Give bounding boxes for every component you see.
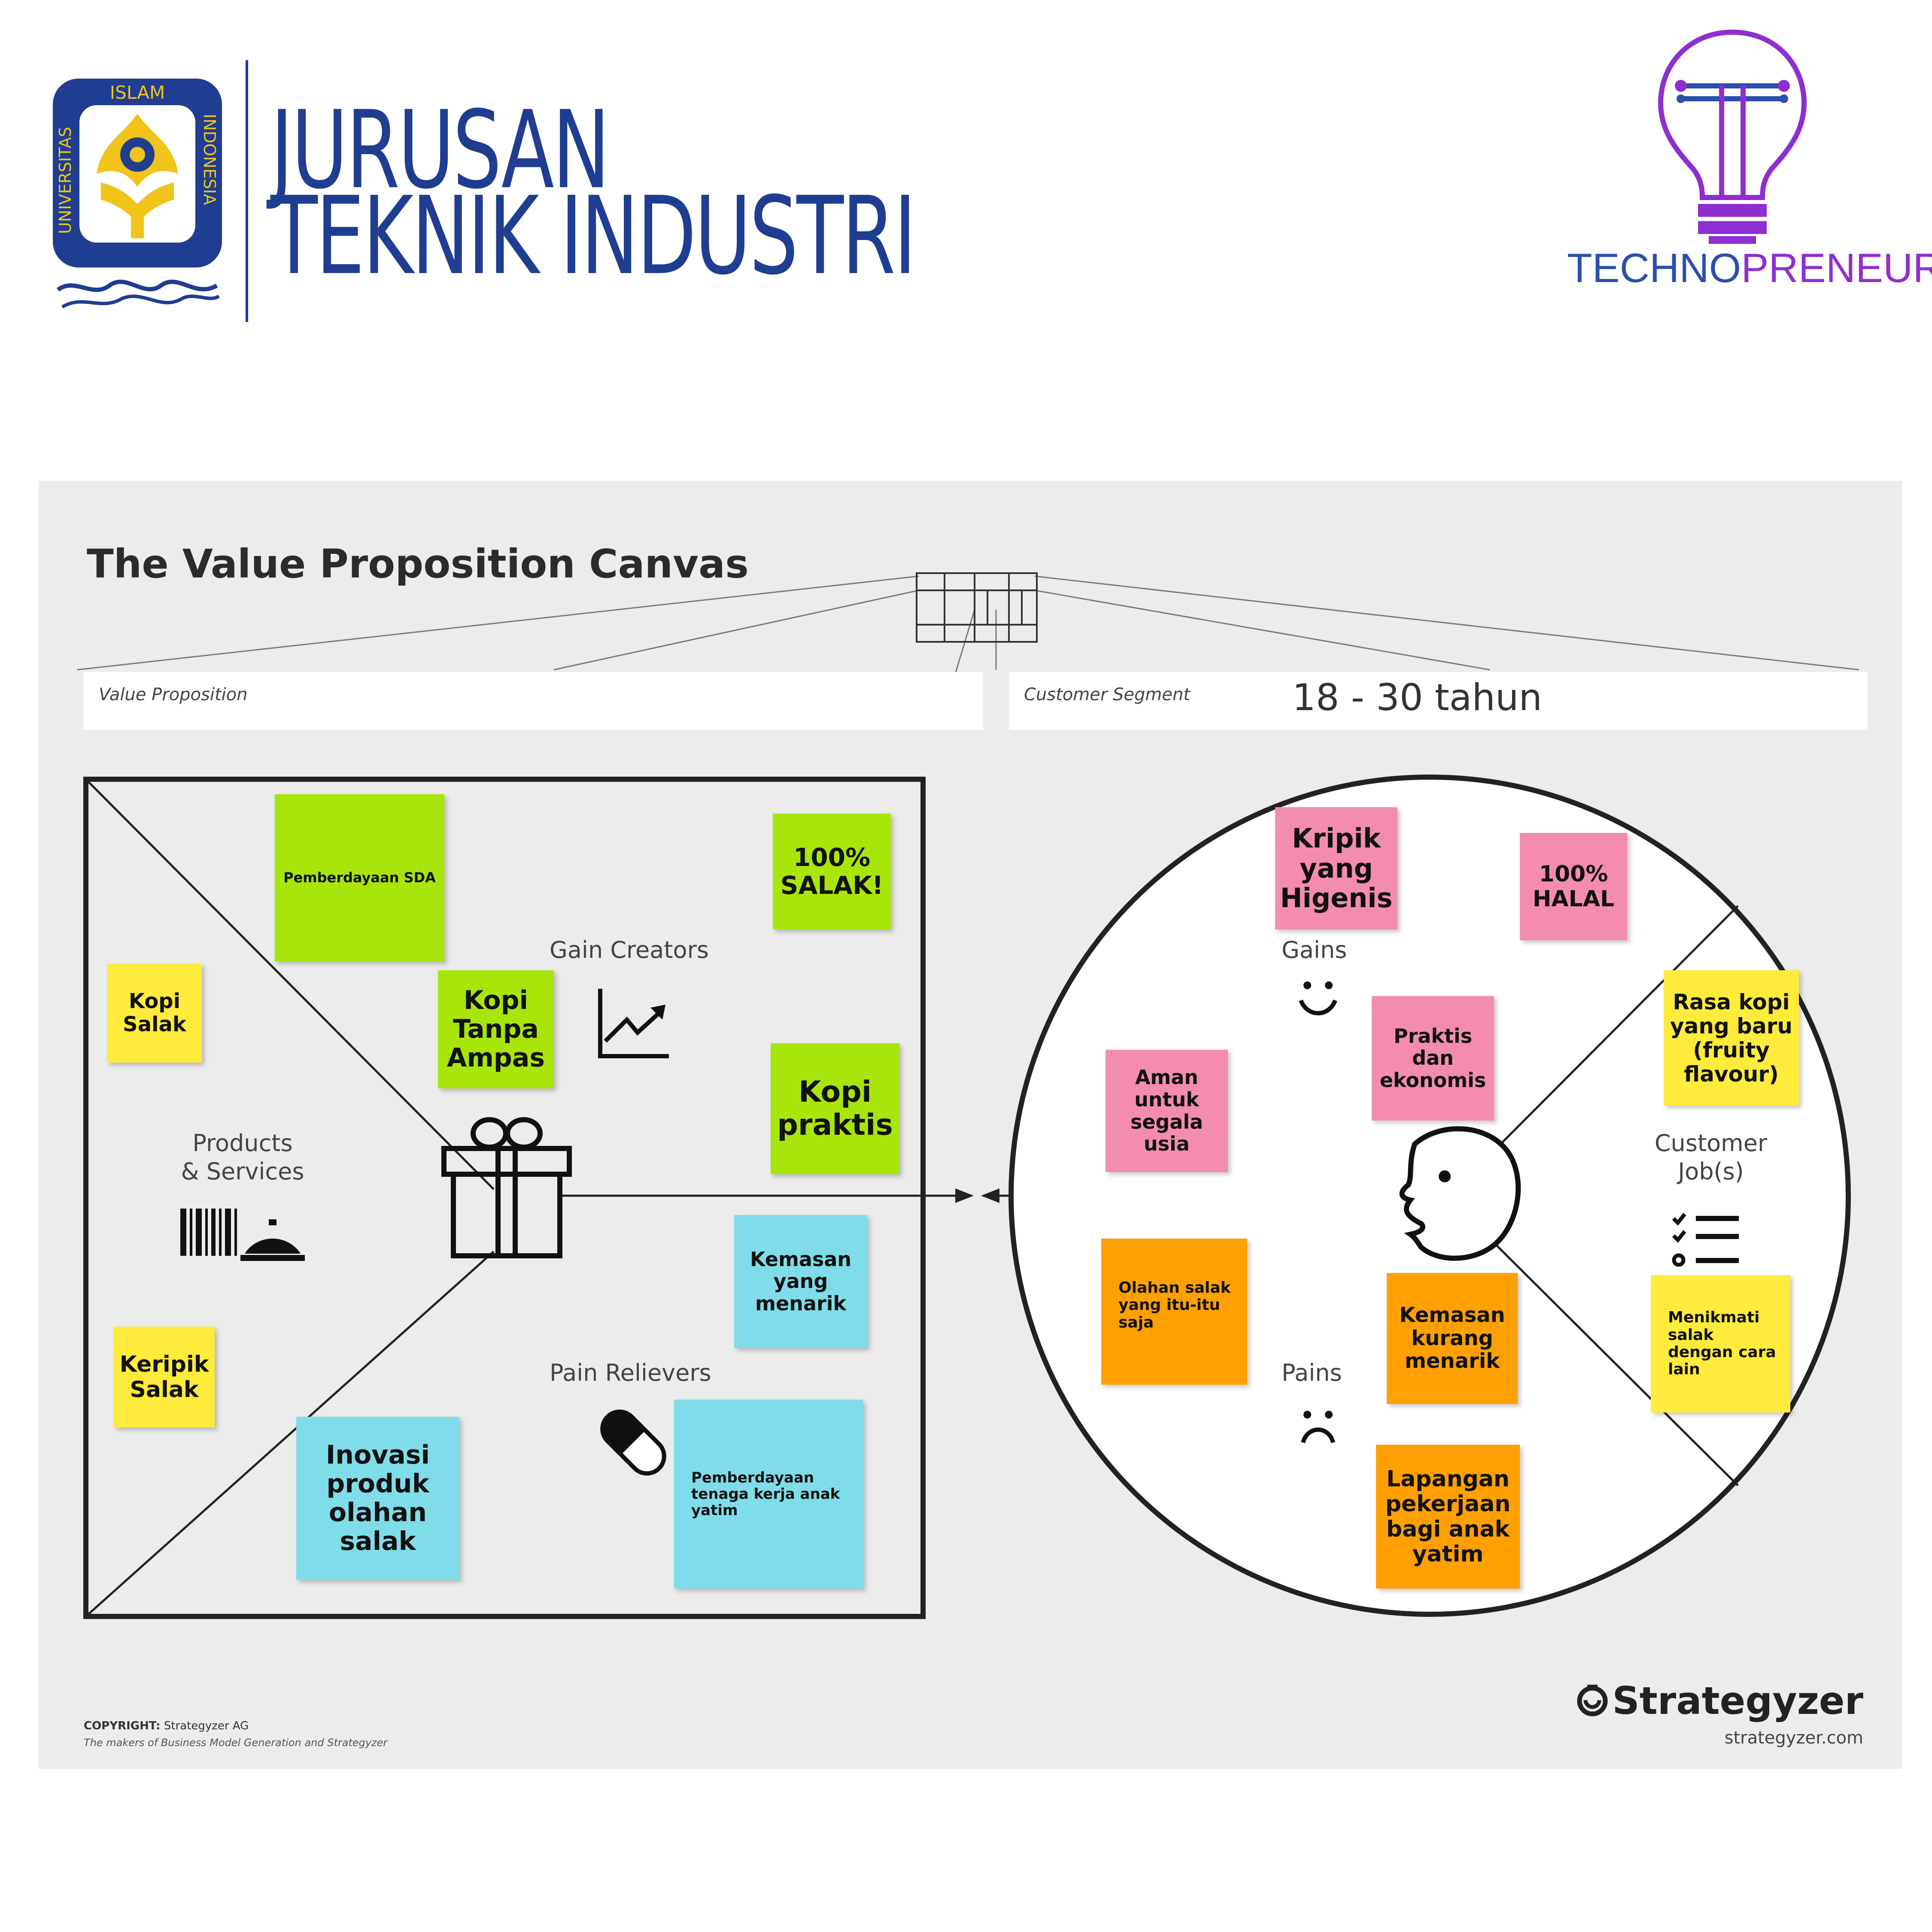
note-pemberdayaan-yatim: Pemberdayaan tenaga kerja anak yatim	[674, 1400, 863, 1589]
note-aman-usia: Aman untuk segala usia	[1106, 1050, 1228, 1172]
note-kripik-higenis: Kripik yang Higenis	[1275, 807, 1397, 930]
strategyzer-logo-icon	[1577, 1685, 1608, 1716]
svg-text:UNIVERSITAS: UNIVERSITAS	[56, 127, 75, 234]
note-100-halal: 100% HALAL	[1520, 833, 1627, 940]
note-rasa-kopi: Rasa kopi yang baru (fruity flavour)	[1664, 970, 1799, 1106]
value-proposition-bar: Value Proposition	[84, 672, 983, 730]
frown-icon	[1301, 1411, 1335, 1443]
note-kopi-salak: Kopi Salak	[107, 964, 202, 1063]
note-olahan-salak: Olahan salak yang itu-itu saja	[1101, 1239, 1247, 1385]
lightbulb-icon	[1658, 29, 1807, 244]
strategyzer-url[interactable]: strategyzer.com	[1724, 1728, 1863, 1748]
customer-segment-label: Customer Segment	[1024, 685, 1191, 705]
gains-label: Gains	[1282, 936, 1347, 963]
note-kopi-praktis: Kopi praktis	[771, 1043, 899, 1174]
smile-icon	[1299, 981, 1337, 1015]
note-praktis-ekonomis: Praktis dan ekonomis	[1372, 996, 1494, 1121]
value-proposition-label: Value Proposition	[99, 685, 248, 705]
customer-face-icon	[1399, 1126, 1521, 1261]
pains-label: Pains	[1282, 1359, 1342, 1386]
note-kemasan-menarik: Kemasan yang menarik	[734, 1215, 867, 1348]
svg-text:ISLAM: ISLAM	[110, 82, 165, 103]
note-lapangan-pekerjaan: Lapangan pekerjaan bagi anak yatim	[1376, 1445, 1520, 1589]
barcode-bell-icon	[180, 1209, 305, 1261]
department-title-line1: JURUSAN	[270, 88, 610, 213]
chart-trend-icon	[598, 989, 669, 1058]
canvas-thumbnail-lines	[77, 572, 1859, 724]
gain-creators-label: Gain Creators	[550, 936, 709, 963]
pain-relievers-label: Pain Relievers	[550, 1359, 711, 1386]
copyright-text: COPYRIGHT: Strategyzer AG	[84, 1719, 249, 1732]
gift-icon	[441, 1117, 572, 1258]
note-inovasi-produk: Inovasi produk olahan salak	[296, 1417, 459, 1580]
svg-text:INDONESIA: INDONESIA	[200, 114, 219, 205]
tagline-text: The makers of Business Model Generation …	[84, 1737, 388, 1749]
department-title-line2: TEKNIK INDUSTRI	[270, 173, 917, 298]
strategyzer-brand: Strategyzer	[1575, 1679, 1863, 1723]
canvas-title: The Value Proposition Canvas	[87, 541, 749, 587]
note-kemasan-kurang: Kemasan kurang menarik	[1387, 1273, 1518, 1404]
pill-icon	[600, 1410, 666, 1476]
note-menikmati-salak: Menikmati salak dengan cara lain	[1651, 1275, 1790, 1413]
checklist-icon	[1672, 1213, 1739, 1267]
customer-segment-bar: Customer Segment 18 - 30 tahun	[1009, 672, 1868, 730]
customer-segment-value: 18 - 30 tahun	[1292, 676, 1542, 719]
uii-logo: ISLAM UNIVERSITAS INDONESIA	[53, 79, 222, 309]
technopreneur-logo-text: TECHNOPRENEUR	[1567, 245, 1932, 291]
note-keripik-salak: Keripik Salak	[114, 1327, 215, 1428]
note-100-salak: 100% SALAK!	[773, 814, 891, 930]
note-pemberdayaan-sda: Pemberdayaan SDA	[275, 794, 444, 962]
products-services-label: Products& Services	[181, 1130, 304, 1185]
value-proposition-canvas: The Value Proposition Canvas Value Propo…	[39, 481, 1902, 1769]
note-kopi-tanpa-ampas: Kopi Tanpa Ampas	[438, 970, 554, 1088]
header-divider	[246, 60, 248, 322]
